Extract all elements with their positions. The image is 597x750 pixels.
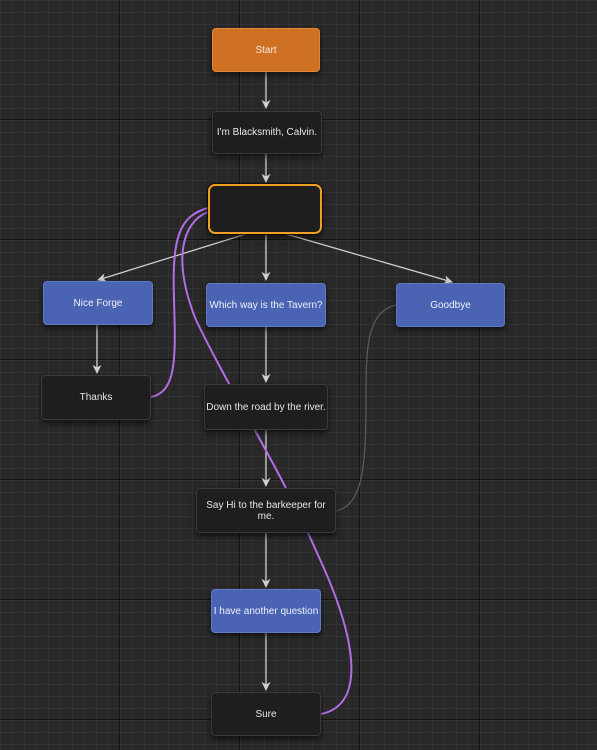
sure-node[interactable]: Sure bbox=[211, 692, 321, 736]
start-node[interactable]: Start bbox=[212, 28, 320, 72]
choice-hub-node[interactable] bbox=[208, 184, 322, 234]
loop-edge-thanks-to-choice bbox=[150, 207, 209, 398]
another-question-node[interactable]: I have another question bbox=[211, 589, 321, 633]
say-hi-node[interactable]: Say Hi to the barkeeper for me. bbox=[196, 488, 336, 533]
nice-forge-node[interactable]: Nice Forge bbox=[43, 281, 153, 325]
blacksmith-intro-node[interactable]: I'm Blacksmith, Calvin. bbox=[212, 111, 322, 154]
edge-goodbye-to-say-hi bbox=[335, 304, 397, 512]
edge-choice-to-goodbye bbox=[285, 233, 453, 285]
goodbye-node[interactable]: Goodbye bbox=[396, 283, 505, 327]
down-the-road-node[interactable]: Down the road by the river. bbox=[204, 384, 328, 430]
tavern-question-node[interactable]: Which way is the Tavern? bbox=[206, 283, 326, 327]
edge-choice-to-nice-forge bbox=[97, 233, 247, 282]
thanks-node[interactable]: Thanks bbox=[41, 375, 151, 420]
